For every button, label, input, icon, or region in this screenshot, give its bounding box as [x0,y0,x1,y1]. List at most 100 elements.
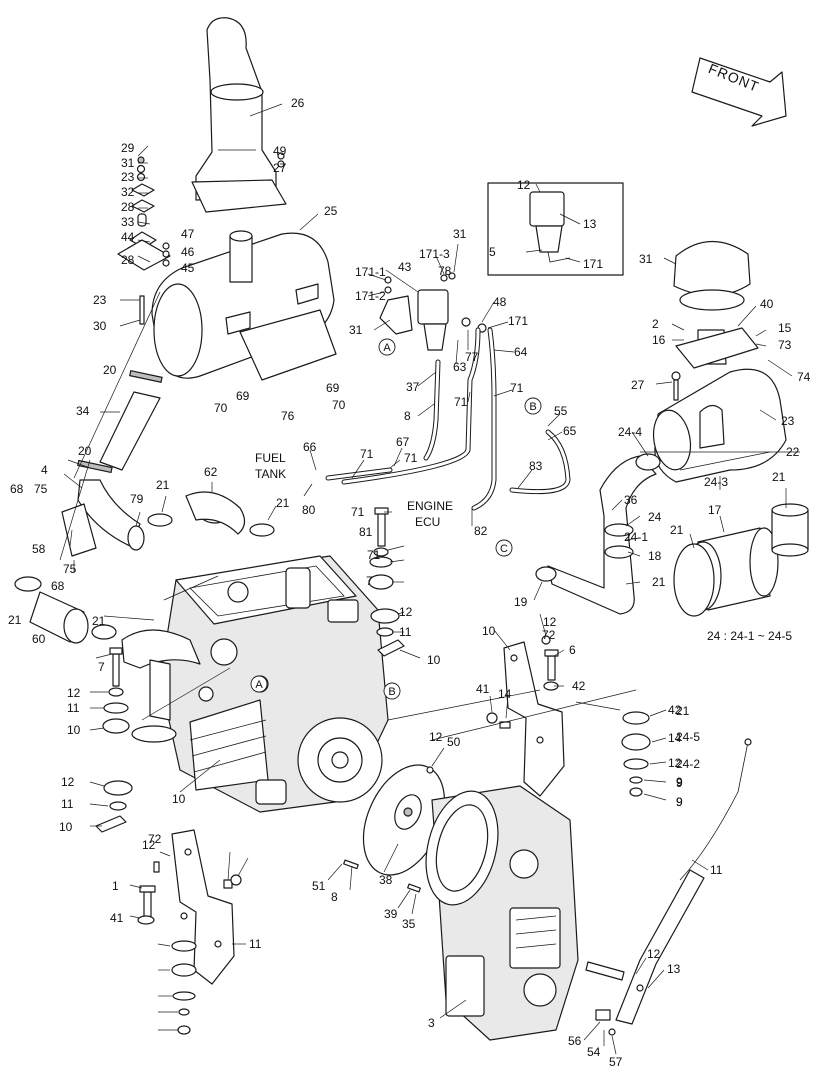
air-hose [535,453,661,615]
circle-ref-c-label: C [500,543,508,555]
part-callout-70: 63 [453,360,467,374]
part-callout-129: 24-5 [676,730,700,744]
part-callout-137: 54 [587,1045,601,1059]
part-callout-80: 67 [396,435,410,449]
part-callout-96: 42 [572,679,586,693]
part-callout-23: 34 [76,404,90,418]
circle-ref-c [495,539,513,557]
part-callout-94: 72 [542,628,556,642]
part-callout-132: 9 [676,795,683,809]
part-callout-21: 69 [326,381,340,395]
part-callout-67: 48 [493,295,507,309]
turbo-hose [14,576,117,644]
fuel-tank-label-2: TANK [255,467,286,481]
part-callout-17: 20 [103,363,117,377]
part-callout-42: 12 [61,775,75,789]
part-callout-6: 32 [121,185,135,199]
part-callout-141: 52 [0,0,14,3]
part-callout-127: 17 [708,503,722,517]
part-callout-5: 23 [121,170,135,184]
part-callout-120: 36 [624,493,638,507]
part-callout-18: 70 [214,401,228,415]
part-callout-24: 20 [78,444,92,458]
dipstick [585,738,752,1025]
part-callout-90: 11 [399,625,412,639]
exhaust-stack [191,17,287,213]
part-callout-112: 73 [778,338,792,352]
part-callout-60: 171-1 [355,265,386,279]
part-callout-76: 55 [554,404,568,418]
part-callout-45: 10 [172,792,186,806]
part-callout-136: 56 [568,1034,582,1048]
front-arrow: FRONT [691,57,787,127]
transmission [425,785,579,1041]
fuel-tank-label-1: FUEL [255,451,286,465]
part-callout-109: 2 [652,317,659,331]
part-callout-72: 37 [406,380,420,394]
part-callout-93: 12 [543,615,557,629]
part-callout-4: 31 [121,156,135,170]
leader-lines [59,103,800,1055]
part-callout-52: 12 [668,756,682,770]
part-callout-88: 7 [366,574,373,588]
callout-labels: 2649272931233228334428474645252330207069… [0,0,811,1069]
engine-mount-left [137,829,242,1035]
circle-ref-a-label: A [383,342,391,354]
part-callout-139: 59 [0,0,14,3]
part-callout-48: 1 [112,879,119,893]
part-callout-103: 38 [379,873,393,887]
part-callout-35: 21 [8,613,22,627]
part-callout-50: 42 [668,703,682,717]
part-callout-39: 12 [67,686,81,700]
part-callout-115: 23 [781,414,795,428]
part-callout-135: 13 [667,962,681,976]
part-callout-1: 49 [273,144,287,158]
part-callout-121: 24 [648,510,662,524]
part-callout-118: 24-3 [704,475,728,489]
part-callout-113: 74 [797,370,811,384]
part-callout-3: 29 [121,141,135,155]
part-callout-46: 12 [142,838,156,852]
part-callout-58: 5 [489,245,496,259]
part-callout-97: 41 [476,682,490,696]
part-callout-82: 80 [302,503,316,517]
circle-ref-a-engine-label: A [255,679,263,691]
part-callout-10: 28 [121,253,135,267]
part-callout-134: 12 [647,947,661,961]
part-callout-19: 69 [236,389,250,403]
part-callout-111: 16 [652,333,666,347]
air-cleaner [652,240,787,483]
part-callout-40: 11 [67,701,80,715]
part-callout-15: 23 [93,293,107,307]
part-callout-27: 75 [34,482,48,496]
engine-mount-right [486,635,565,797]
part-callout-41: 10 [67,723,81,737]
part-callout-131: 9 [676,776,683,790]
part-callout-100: 50 [447,735,461,749]
part-callout-114: 27 [631,378,645,392]
circle-ref-b [524,397,542,415]
part-callout-119: 21 [772,470,786,484]
muffler-hardware [117,152,285,325]
part-callout-12: 46 [181,245,195,259]
part-callout-2: 27 [273,161,287,175]
footnote: 24 : 24-1 ~ 24-5 [707,629,792,643]
part-callout-49: 41 [110,911,124,925]
flexplate-bolts [343,766,644,1036]
part-callout-0: 26 [291,96,305,110]
part-callout-32: 21 [276,496,290,510]
part-callout-73: 8 [404,409,411,423]
part-callout-77: 65 [563,424,577,438]
part-callout-64: 31 [453,227,467,241]
part-callout-106: 3 [428,1016,435,1030]
part-callout-43: 11 [61,797,74,811]
flexplate [362,764,446,876]
part-callout-98: 14 [498,687,512,701]
part-callout-117: 22 [786,445,800,459]
part-callout-104: 39 [384,907,398,921]
part-callout-13: 45 [181,261,195,275]
notes: FUEL TANK ENGINE ECU 24 : 24-1 ~ 24-5 [255,451,792,643]
part-callout-8: 33 [121,215,135,229]
part-callout-130: 24-2 [676,757,700,771]
part-callout-55: 11 [249,937,262,951]
